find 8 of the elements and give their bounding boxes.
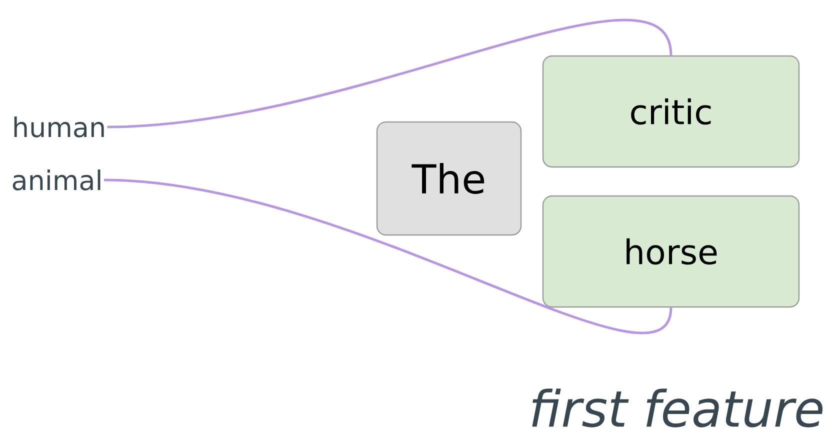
word-box: critic <box>542 55 800 168</box>
word-label: human <box>14 116 104 138</box>
word-box: The <box>376 121 522 236</box>
word-label: animal <box>12 170 100 190</box>
caption-label: first feature <box>532 388 823 428</box>
word-box: horse <box>542 195 800 308</box>
curved-connector <box>107 19 672 128</box>
curved-connector <box>104 178 672 334</box>
